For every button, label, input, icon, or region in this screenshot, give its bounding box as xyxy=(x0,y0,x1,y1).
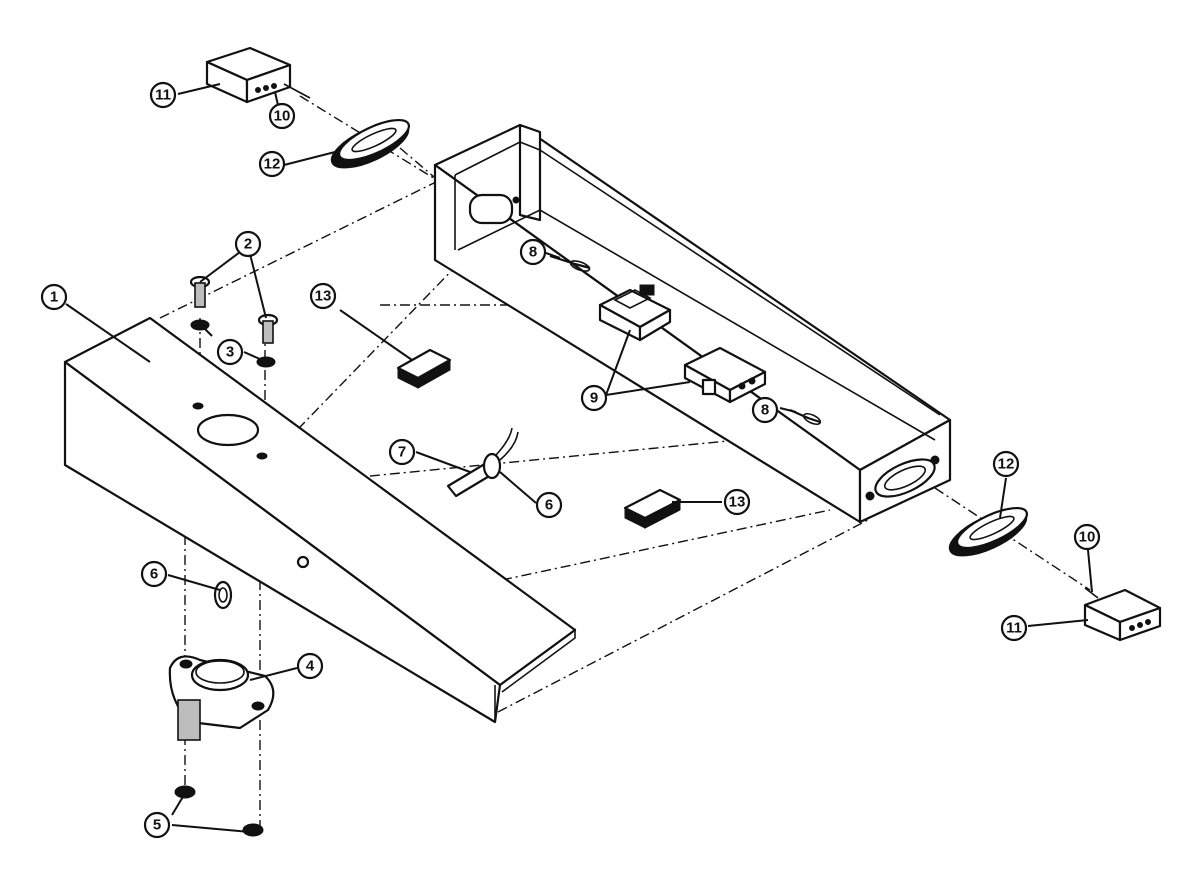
connector-lower xyxy=(1083,587,1162,642)
callout-11-lower-label: 11 xyxy=(1006,620,1022,637)
thermostat xyxy=(168,655,275,741)
sensor-probe xyxy=(446,427,519,498)
callout-13-lower-label: 13 xyxy=(729,494,746,511)
callout-1: 1 xyxy=(40,283,68,311)
pad-lower xyxy=(623,488,682,529)
callout-4: 4 xyxy=(296,652,324,680)
callout-5: 5 xyxy=(143,811,171,839)
callout-12-lower-label: 12 xyxy=(998,456,1015,473)
clip-upper xyxy=(549,254,591,272)
pad-upper xyxy=(396,348,452,389)
callout-3-label: 3 xyxy=(226,344,234,361)
callout-7-label: 7 xyxy=(398,444,406,461)
callout-6-left-label: 6 xyxy=(150,566,158,583)
nut-right xyxy=(242,823,264,837)
callout-8-upper-label: 8 xyxy=(529,244,537,261)
callout-12-upper-label: 12 xyxy=(264,156,281,173)
callout-13-lower: 13 xyxy=(723,488,751,516)
callout-8-upper: 8 xyxy=(519,238,547,266)
callout-6-center-label: 6 xyxy=(545,497,553,514)
callout-6-left: 6 xyxy=(140,560,168,588)
callout-11-lower: 11 xyxy=(1000,614,1028,642)
grommet-small xyxy=(213,580,233,610)
callout-10-upper-label: 10 xyxy=(274,108,291,125)
assembly-axis-lines xyxy=(159,95,1091,830)
connector-upper xyxy=(205,46,311,104)
callout-2-label: 2 xyxy=(244,236,252,253)
leader-lines xyxy=(65,83,1093,833)
callout-9-label: 9 xyxy=(590,390,598,407)
callout-10-upper: 10 xyxy=(268,102,296,130)
callout-8-lower-label: 8 xyxy=(761,402,769,419)
switch-lower xyxy=(683,346,767,404)
callout-2: 2 xyxy=(234,230,262,258)
callout-11-upper-label: 11 xyxy=(155,87,171,104)
callout-6-center: 6 xyxy=(535,491,563,519)
callout-11-upper: 11 xyxy=(149,81,177,109)
callout-5-label: 5 xyxy=(153,817,161,834)
nut-left xyxy=(174,785,196,799)
callout-10-lower: 10 xyxy=(1073,523,1101,551)
callout-8-lower: 8 xyxy=(751,396,779,424)
callout-3: 3 xyxy=(216,338,244,366)
oval-grommet-lower xyxy=(948,506,1028,557)
cover-panel xyxy=(63,316,577,724)
callout-13-upper-label: 13 xyxy=(315,288,332,305)
callout-13-upper: 13 xyxy=(309,282,337,310)
oval-grommet-upper xyxy=(330,118,410,169)
callout-4-label: 4 xyxy=(306,658,315,675)
callout-12-lower: 12 xyxy=(992,450,1020,478)
callout-10-lower-label: 10 xyxy=(1079,529,1096,546)
callout-9: 9 xyxy=(580,384,608,412)
screw-right xyxy=(257,313,279,344)
clip-lower xyxy=(789,408,822,426)
callout-12-upper: 12 xyxy=(258,150,286,178)
washer-left xyxy=(190,319,210,331)
callout-1-label: 1 xyxy=(50,289,58,306)
callout-7: 7 xyxy=(388,438,416,466)
